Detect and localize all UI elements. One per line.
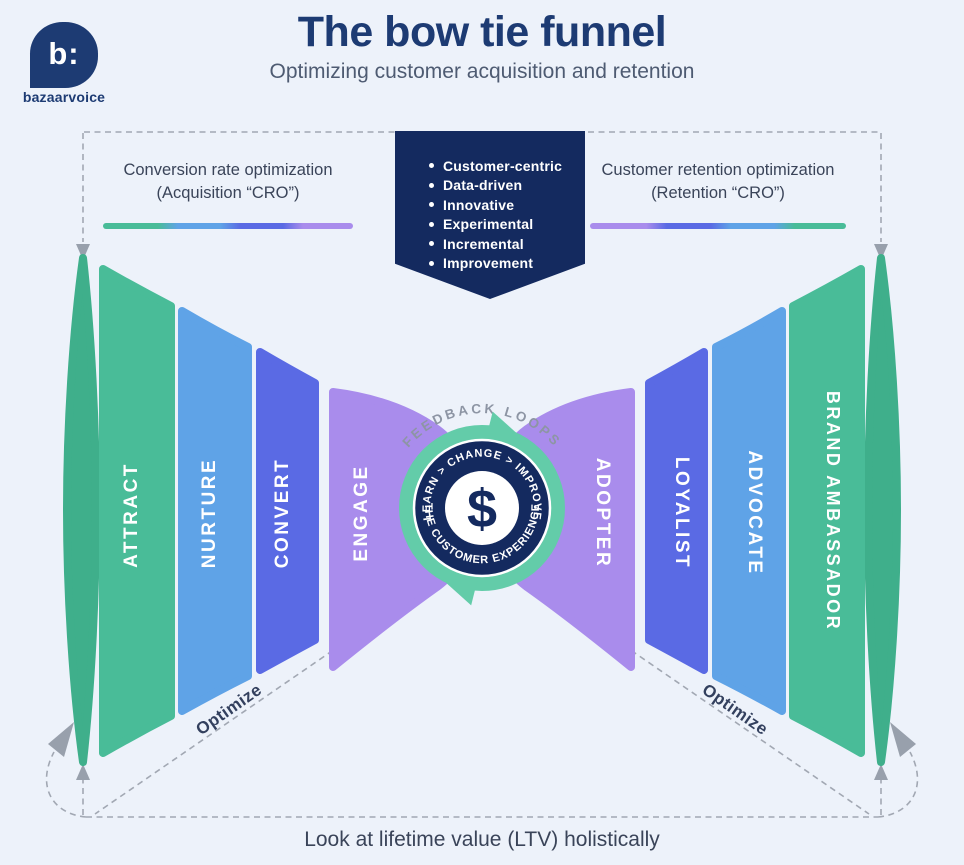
arrow-northwest-icon — [890, 722, 916, 757]
segment-attract — [99, 265, 175, 757]
segment-convert — [256, 348, 319, 674]
ltv-note: Look at lifetime value (LTV) holisticall… — [304, 828, 660, 851]
list-item: Innovative — [395, 195, 585, 215]
bullet-dot-icon — [429, 260, 434, 266]
principle-label: Data-driven — [443, 177, 523, 194]
dollar-sign-icon: $ — [467, 479, 497, 539]
arrow-down-right-icon — [874, 244, 888, 260]
retention-gradient-bar — [590, 223, 846, 229]
stage-label-attract: ATTRACT — [121, 462, 142, 568]
principle-label: Experimental — [443, 216, 534, 233]
principles-banner: Customer-centric Data-driven Innovative … — [395, 131, 585, 299]
retention-cro-label: Customer retention optimization (Retenti… — [593, 159, 843, 205]
arrow-northeast-icon — [48, 722, 74, 757]
stage-label-adopter: ADOPTER — [592, 458, 613, 568]
logo-mark: b: — [48, 35, 80, 71]
bullet-dot-icon — [429, 163, 434, 169]
dashed-right-hook-curve — [877, 751, 919, 818]
bullet-dot-icon — [429, 221, 434, 227]
retention-cro-line1: Customer retention optimization — [601, 161, 835, 179]
principle-label: Incremental — [443, 235, 524, 252]
stage-label-convert: CONVERT — [272, 458, 293, 568]
bullet-dot-icon — [429, 182, 434, 188]
funnel-rim-right — [864, 254, 901, 766]
principle-label: Customer-centric — [443, 157, 563, 174]
acquisition-cro-line1: Conversion rate optimization — [123, 161, 333, 179]
dashed-left-hook-curve — [45, 751, 87, 818]
list-item: Customer-centric — [395, 156, 585, 176]
bullet-dot-icon — [429, 241, 434, 247]
arrow-down-left-icon — [76, 244, 90, 260]
page-subtitle: Optimizing customer acquisition and rete… — [269, 60, 695, 83]
principles-list: Customer-centric Data-driven Innovative … — [395, 156, 585, 273]
stage-label-brand-ambassador: BRAND AMBASSADOR — [823, 391, 843, 631]
logo-wordmark: bazaarvoice — [22, 89, 106, 105]
stage-label-loyalist: LOYALIST — [671, 457, 692, 569]
bullet-dot-icon — [429, 202, 434, 208]
page-title: The bow tie funnel — [297, 8, 667, 56]
ring-arrow-clockwise-top-icon — [484, 411, 522, 447]
stage-label-advocate: ADVOCATE — [744, 450, 765, 575]
list-item: Data-driven — [395, 176, 585, 196]
funnel-rim-left — [63, 254, 100, 766]
bazaarvoice-logo-icon: b: — [30, 22, 98, 88]
principle-label: Improvement — [443, 255, 534, 272]
segment-nurture — [178, 307, 252, 715]
stage-label-nurture: NURTURE — [199, 458, 220, 568]
list-item: Incremental — [395, 234, 585, 254]
principle-label: Innovative — [443, 196, 515, 213]
acquisition-cro-line2: (Acquisition “CRO”) — [156, 184, 300, 202]
list-item: Improvement — [395, 254, 585, 274]
ring-arrow-clockwise-bottom-icon — [442, 570, 480, 606]
arrow-up-small-right-icon — [874, 764, 888, 780]
arrow-up-small-left-icon — [76, 764, 90, 780]
acquisition-cro-label: Conversion rate optimization (Acquisitio… — [103, 159, 353, 205]
segment-brand-ambassador — [789, 265, 865, 757]
segment-advocate — [712, 307, 786, 715]
feedback-ring — [399, 425, 565, 591]
retention-cro-line2: (Retention “CRO”) — [651, 184, 785, 202]
segment-loyalist — [645, 348, 708, 674]
acquisition-gradient-bar — [103, 223, 353, 229]
stage-label-engage: ENGAGE — [351, 464, 372, 561]
dollar-disc — [445, 471, 519, 545]
list-item: Experimental — [395, 215, 585, 235]
